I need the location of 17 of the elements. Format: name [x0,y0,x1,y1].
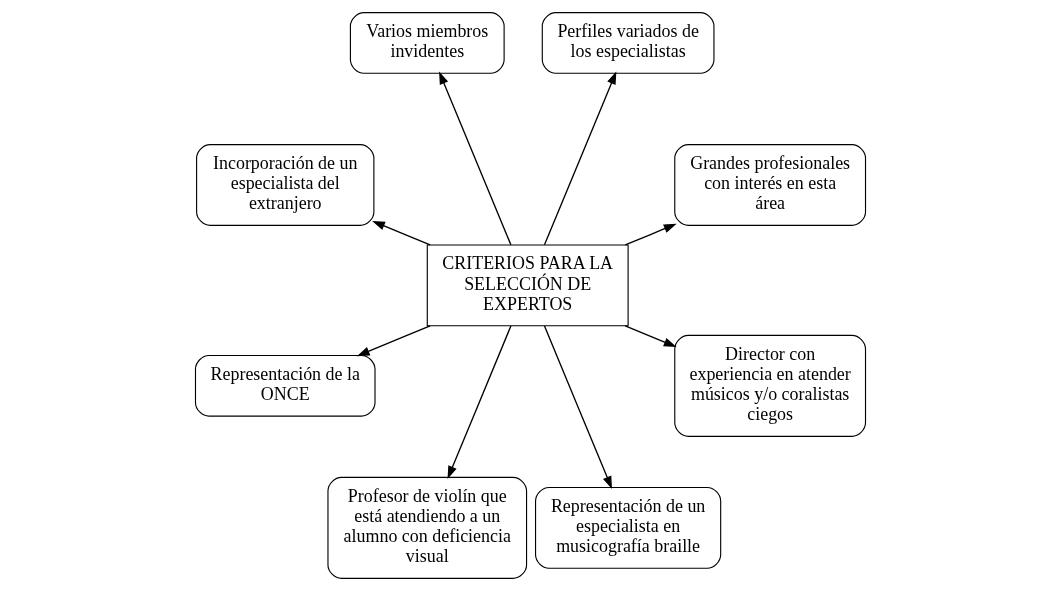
node-box: Varios miembros invidentes [349,12,505,74]
node-box: Representación de la ONCE [194,355,376,417]
node-box: Perfiles variados de los especialistas [541,12,715,74]
node-box: Grandes profesionales con interés en esta área [674,144,867,226]
node-box: Incorporación de un especialista del extranjero [196,144,375,226]
node-box: Profesor de violín que está atendiendo a un alumno con deficiencia visual [327,476,528,579]
arrow [543,325,613,490]
arrow [372,220,431,246]
node-box: Representación de un especialista en musicografía braille [535,486,722,569]
arrow [439,71,512,246]
node-box: Director con experiencia en atender músicos y/o coralistas ciegos [674,334,867,437]
arrow [624,223,677,246]
arrow [624,325,677,348]
arrow [543,71,617,246]
node-box: CRITERIOS PARA LA SELECCIÓN DE EXPERTOS [426,244,629,327]
arrow [356,325,431,357]
arrow [447,325,512,479]
